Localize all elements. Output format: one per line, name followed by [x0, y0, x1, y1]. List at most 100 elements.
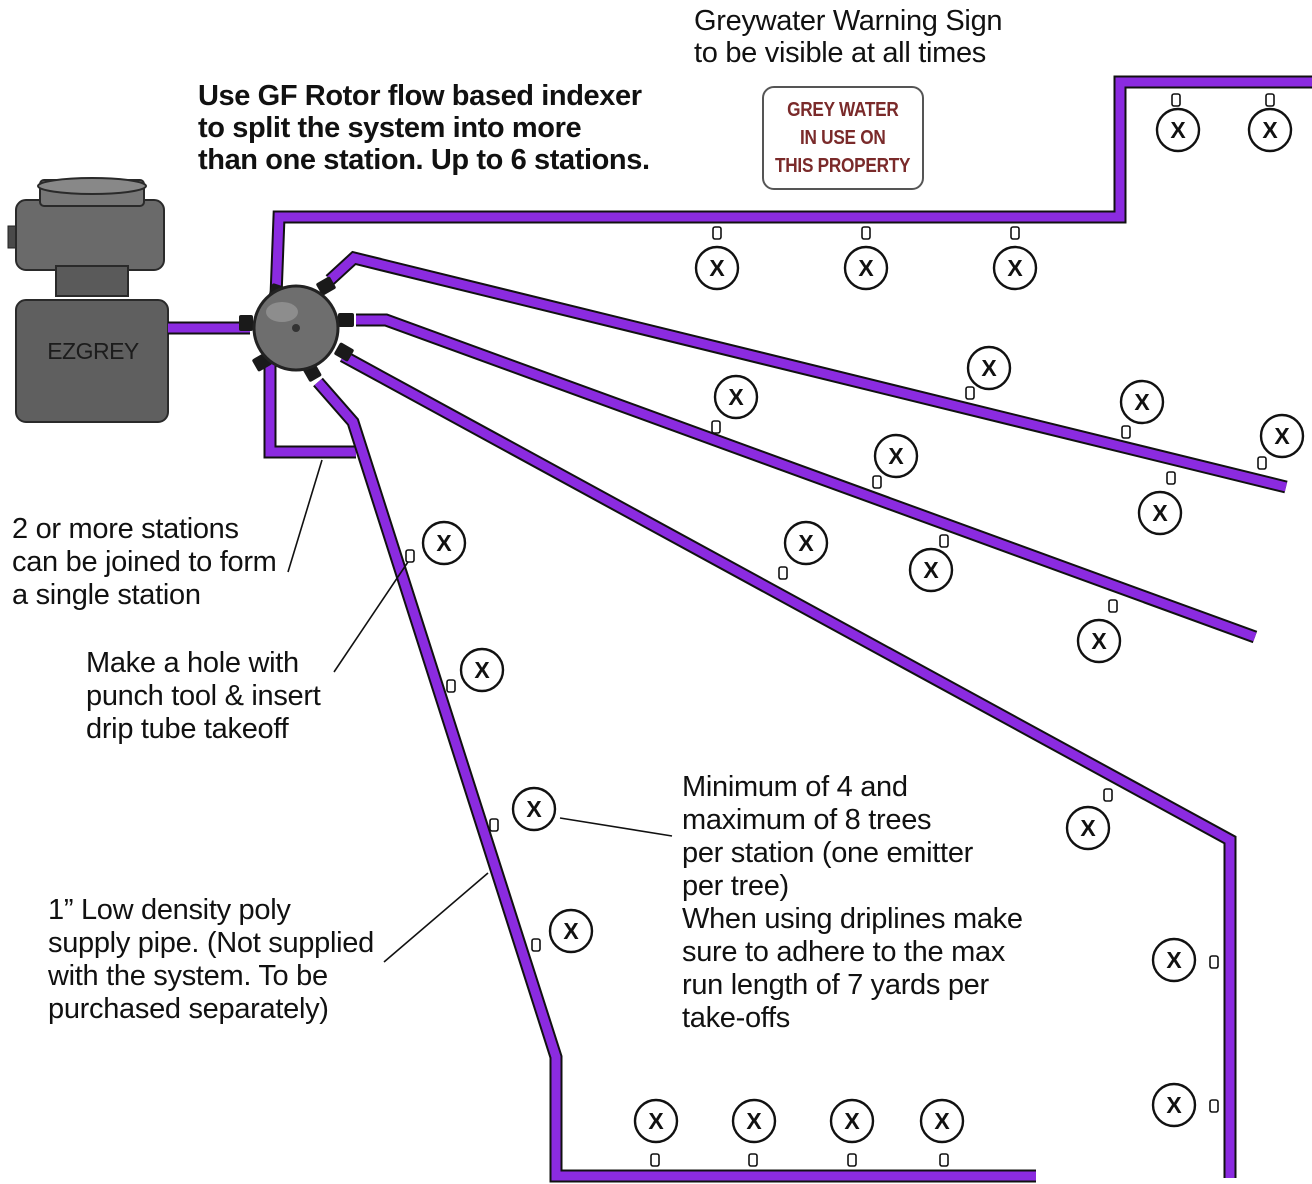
join-note-line-3: a single station — [12, 579, 201, 611]
emitter-circle-20 — [511, 786, 557, 832]
emitter-circle-1 — [1155, 107, 1201, 153]
indexer-center — [292, 324, 300, 332]
indexer-outlet-2 — [239, 315, 253, 331]
takeoff-fitting-12 — [778, 566, 788, 580]
takeoff-fitting-4 — [861, 226, 871, 240]
emitter-circle-13 — [908, 547, 954, 593]
emitter-circle-22 — [633, 1098, 679, 1144]
emitter-mark-13: X — [923, 557, 939, 583]
hole-note-line-3: drip tube takeoff — [86, 713, 289, 745]
emitter-circle-7 — [1119, 379, 1165, 425]
tank-lid — [37, 177, 147, 195]
emitter-mark-1: X — [1170, 117, 1186, 143]
emitter-mark-6: X — [981, 355, 997, 381]
takeoff-fitting-19 — [446, 679, 456, 693]
pipe-station-5 — [314, 379, 1036, 1181]
join-note-line-2: can be joined to form — [12, 546, 277, 578]
emitter-mark-12: X — [798, 530, 814, 556]
trees-note-line-3: per station (one emitter — [682, 837, 973, 869]
trees-note-line-7: run length of 7 yards per — [682, 969, 989, 1001]
pipe-note-line-4: purchased separately) — [48, 993, 329, 1025]
greywater-warning-sign: GREY WATER IN USE ON THIS PROPERTY — [762, 86, 924, 190]
pipe-joined-loop — [265, 354, 356, 457]
trees-note-line-6: sure to adhere to the max — [682, 936, 1005, 968]
emitter-mark-24: X — [844, 1108, 860, 1134]
emitter-circle-4 — [843, 245, 889, 291]
join-note-line-1: 2 or more stations — [12, 513, 239, 545]
emitter-mark-10: X — [888, 443, 904, 469]
pipe-note-line-1: 1” Low density poly — [48, 894, 291, 926]
takeoff-fitting-3 — [712, 226, 722, 240]
emitter-mark-17: X — [1166, 1092, 1182, 1118]
takeoff-fitting-14 — [1108, 599, 1118, 613]
tank-label: EZGREY — [47, 338, 139, 364]
emitter-circle-10 — [873, 433, 919, 479]
hole-note-line-2: punch tool & insert — [86, 680, 321, 712]
hole-note-leader — [333, 555, 413, 673]
pipe-station-5-outline — [313, 377, 1036, 1183]
emitter-mark-19: X — [474, 657, 490, 683]
takeoff-fitting-10 — [872, 475, 882, 489]
emitter-mark-14: X — [1091, 628, 1107, 654]
emitter-mark-8: X — [1274, 423, 1290, 449]
takeoff-fitting-21 — [531, 938, 541, 952]
indexer-outlet-6 — [334, 342, 354, 362]
trees-note-leader — [559, 817, 673, 837]
emitter-mark-20: X — [526, 796, 542, 822]
emitter-circle-17 — [1151, 1082, 1197, 1128]
takeoff-fitting-6 — [965, 386, 975, 400]
tank-waist — [55, 265, 129, 297]
emitter-mark-7: X — [1134, 389, 1150, 415]
trees-note-line-2: maximum of 8 trees — [682, 804, 932, 836]
sign-line-3: THIS PROPERTY — [775, 154, 911, 177]
takeoff-fitting-20 — [489, 818, 499, 832]
emitter-mark-11: X — [1152, 500, 1168, 526]
takeoff-fitting-8 — [1257, 456, 1267, 470]
trees-note-line-1: Minimum of 4 and — [682, 771, 908, 803]
emitter-mark-4: X — [858, 255, 874, 281]
takeoff-fitting-1 — [1171, 93, 1181, 107]
emitter-mark-22: X — [648, 1108, 664, 1134]
takeoff-fitting-7 — [1121, 425, 1131, 439]
takeoff-fitting-23 — [748, 1153, 758, 1167]
emitter-circle-3 — [694, 245, 740, 291]
title-line-3: than one station. Up to 6 stations. — [198, 144, 650, 176]
hole-note-line-1: Make a hole with — [86, 647, 299, 679]
emitter-circle-25 — [919, 1098, 965, 1144]
emitter-circle-5 — [992, 245, 1038, 291]
sign-line-1: GREY WATER — [787, 98, 899, 121]
pipe-station-1 — [271, 77, 1312, 297]
takeoff-fitting-9 — [711, 420, 721, 434]
emitter-circle-21 — [548, 908, 594, 954]
trees-note-line-8: take-offs — [682, 1002, 790, 1034]
takeoff-fitting-17 — [1209, 1099, 1219, 1113]
takeoff-fitting-24 — [847, 1153, 857, 1167]
emitter-circle-23 — [731, 1098, 777, 1144]
pipe-note-line-2: supply pipe. (Not supplied — [48, 927, 374, 959]
trees-note-line-4: per tree) — [682, 870, 789, 902]
title-line-2: to split the system into more — [198, 112, 582, 144]
takeoff-fitting-16 — [1209, 955, 1219, 969]
takeoff-fitting-13 — [939, 534, 949, 548]
indexer-outlet-4 — [316, 276, 336, 296]
takeoff-fitting-18 — [405, 549, 415, 563]
emitter-circle-24 — [829, 1098, 875, 1144]
emitter-mark-16: X — [1166, 947, 1182, 973]
emitter-circle-8 — [1259, 413, 1305, 459]
title-line-1: Use GF Rotor flow based indexer — [198, 80, 642, 112]
emitter-circle-11 — [1137, 490, 1183, 536]
emitter-mark-21: X — [563, 918, 579, 944]
indexer-highlight — [266, 302, 298, 322]
emitter-circle-9 — [713, 374, 759, 420]
emitter-circle-2 — [1247, 107, 1293, 153]
emitter-mark-15: X — [1080, 815, 1096, 841]
takeoff-fitting-15 — [1103, 788, 1113, 802]
pipe-station-4 — [340, 352, 1235, 1178]
emitter-mark-2: X — [1262, 117, 1278, 143]
join-note-leader — [287, 459, 323, 573]
emitter-mark-25: X — [934, 1108, 950, 1134]
emitter-mark-9: X — [728, 384, 744, 410]
takeoff-fitting-2 — [1265, 93, 1275, 107]
